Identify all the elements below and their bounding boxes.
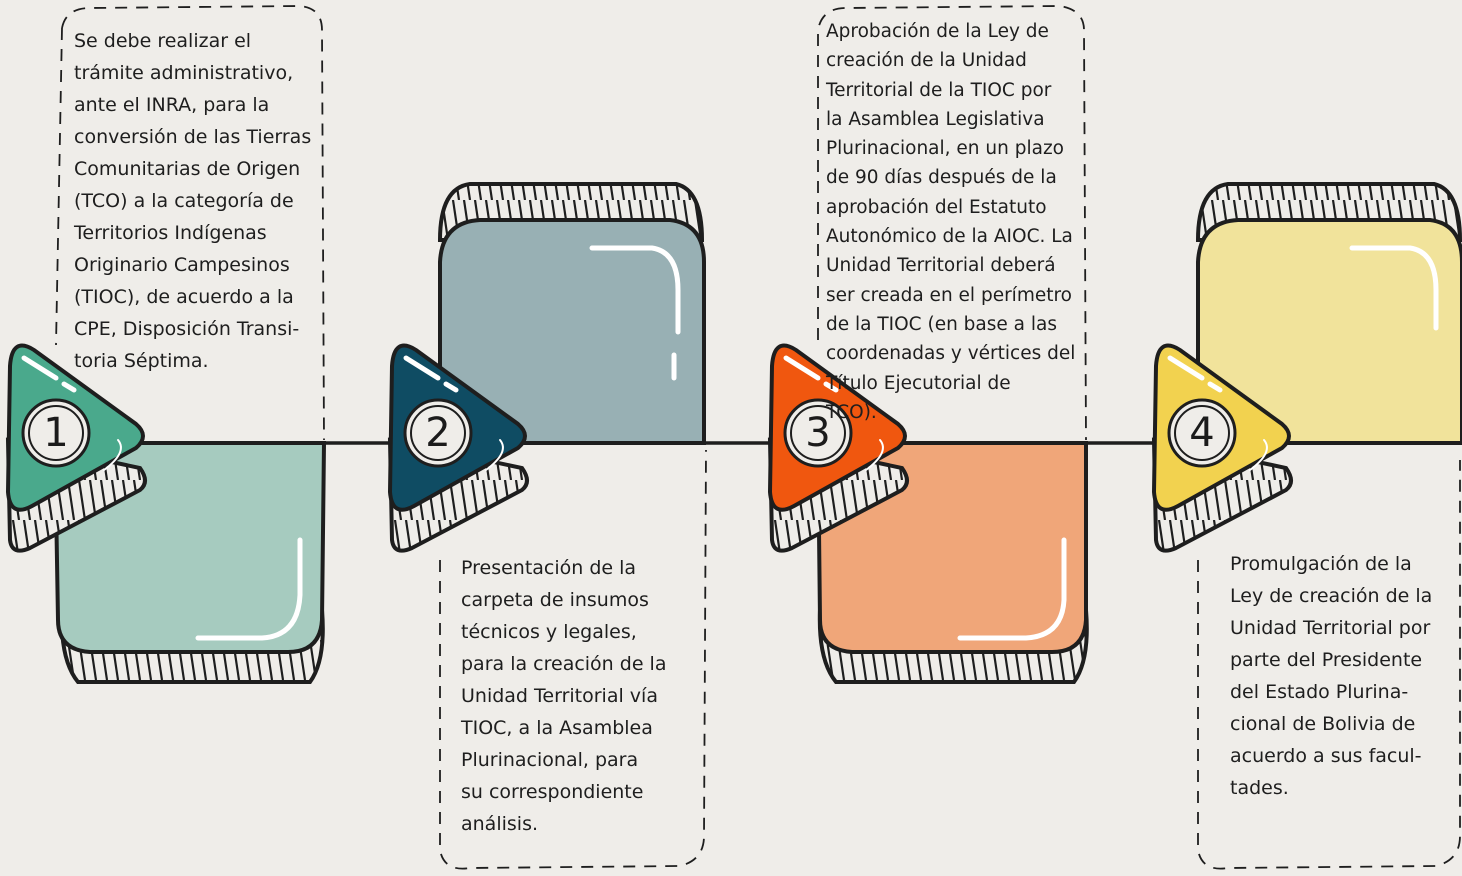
card-4 bbox=[1195, 182, 1462, 445]
step-2-number: 2 bbox=[425, 410, 451, 456]
card-2 bbox=[437, 182, 706, 445]
marker-3 bbox=[767, 343, 909, 553]
text-box-1-left bbox=[55, 27, 63, 346]
marker-2 bbox=[387, 343, 529, 553]
step-1-number: 1 bbox=[43, 410, 69, 456]
text-box-1 bbox=[61, 5, 325, 441]
text-box-4 bbox=[1197, 460, 1461, 870]
step-3-number: 3 bbox=[805, 410, 831, 456]
marker-4 bbox=[1151, 343, 1293, 553]
step-1-description: Se debe realizar el trámite administrati… bbox=[74, 30, 312, 372]
marker-1 bbox=[5, 343, 147, 553]
step-4-number: 4 bbox=[1189, 410, 1215, 456]
step-3-description: Aprobación de la Ley de creación de la U… bbox=[826, 21, 1076, 423]
step-2-description: Presentación de la carpeta de insumos té… bbox=[461, 557, 667, 835]
text-box-3 bbox=[817, 5, 1087, 441]
text-box-2 bbox=[439, 449, 707, 870]
step-4-description: Promulgación de la Ley de creación de la… bbox=[1230, 553, 1433, 799]
